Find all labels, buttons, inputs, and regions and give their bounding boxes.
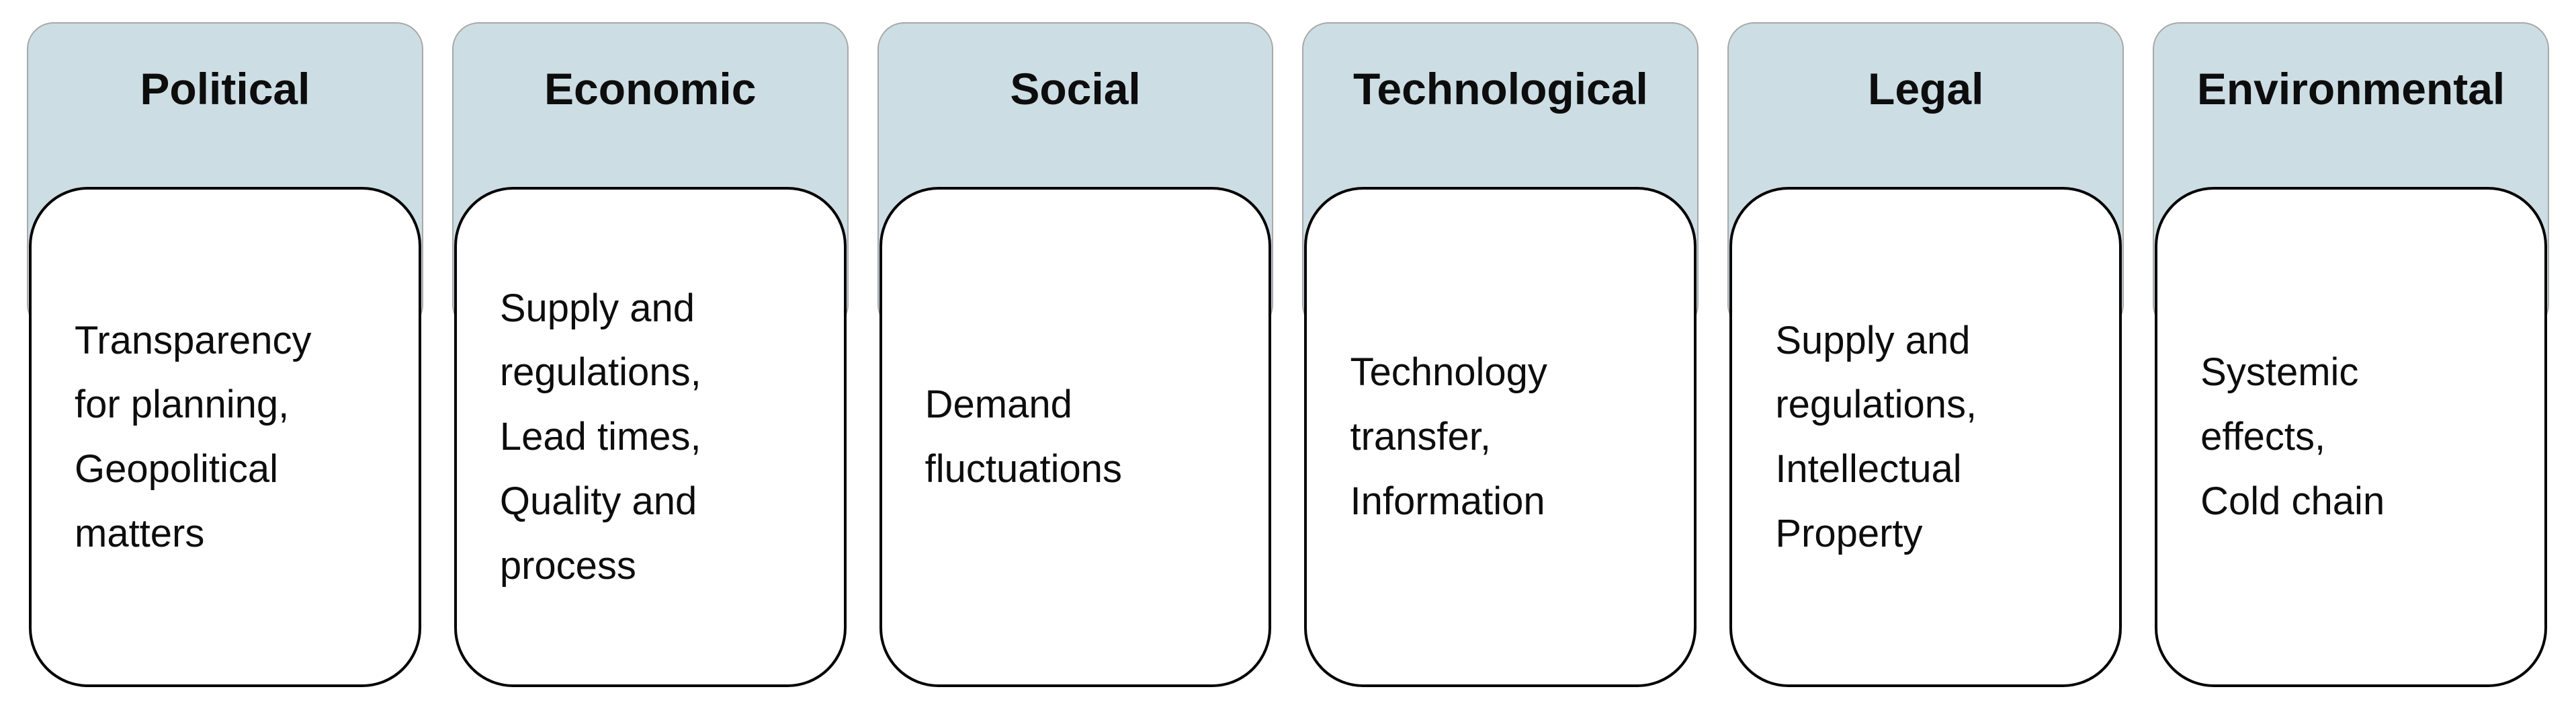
card-body-text: Supply and regulations, Intellectual Pro… bbox=[1775, 318, 1977, 555]
card-body-text: Supply and regulations, Lead times, Qual… bbox=[499, 286, 701, 588]
card-body-text: Systemic effects, Cold chain bbox=[2200, 350, 2385, 523]
card-body: Transparency for planning, Geopolitical … bbox=[29, 187, 421, 687]
pestle-card-environmental: Environmental Systemic effects, Cold cha… bbox=[2153, 0, 2549, 714]
card-body: Technology transfer, Information bbox=[1304, 187, 1697, 687]
card-body: Demand fluctuations bbox=[879, 187, 1272, 687]
card-title: Economic bbox=[544, 64, 757, 114]
pestle-card-technological: Technological Technology transfer, Infor… bbox=[1302, 0, 1699, 714]
card-body: Supply and regulations, Lead times, Qual… bbox=[454, 187, 847, 687]
pestle-card-social: Social Demand fluctuations bbox=[877, 0, 1274, 714]
card-body-text: Transparency for planning, Geopolitical … bbox=[75, 318, 312, 555]
card-body: Systemic effects, Cold chain bbox=[2155, 187, 2547, 687]
pestle-card-legal: Legal Supply and regulations, Intellectu… bbox=[1727, 0, 2124, 714]
card-title: Environmental bbox=[2196, 64, 2505, 114]
card-body-text: Demand fluctuations bbox=[925, 383, 1123, 491]
card-title: Social bbox=[1010, 64, 1141, 114]
card-body: Supply and regulations, Intellectual Pro… bbox=[1729, 187, 2122, 687]
card-body-text: Technology transfer, Information bbox=[1350, 350, 1547, 523]
pestle-card-economic: Economic Supply and regulations, Lead ti… bbox=[452, 0, 849, 714]
card-title: Technological bbox=[1353, 64, 1648, 114]
card-title: Political bbox=[140, 64, 310, 114]
pestle-card-political: Political Transparency for planning, Geo… bbox=[27, 0, 423, 714]
card-title: Legal bbox=[1868, 64, 1984, 114]
